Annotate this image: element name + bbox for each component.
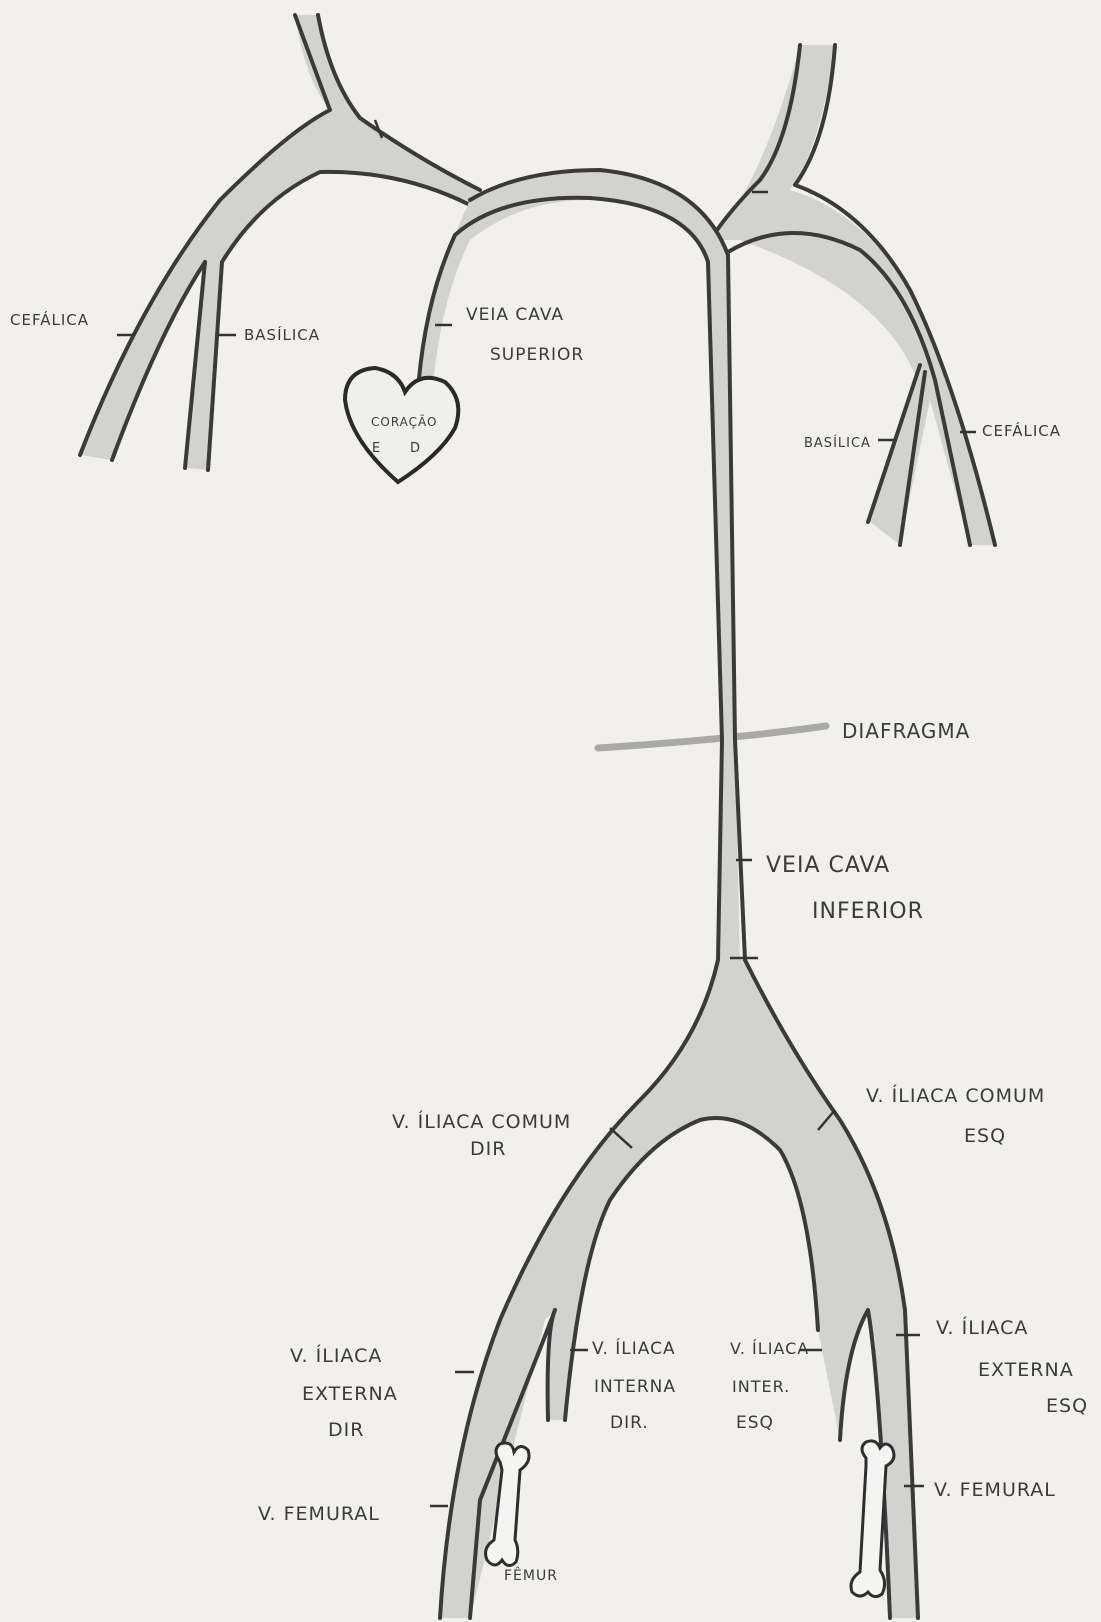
left-arm-veins [710,45,995,545]
label-veia-cava-inferior-2: INFERIOR [812,899,924,924]
label-iliaca-externa-esq-2: EXTERNA [978,1359,1074,1381]
label-iliaca-comum-esq-2: ESQ [964,1125,1006,1147]
label-diafragma: DIAFRAGMA [842,719,970,743]
label-heart-e: E [372,441,381,456]
label-iliaca-interna-esq-3: ESQ [736,1413,774,1433]
label-coracao: CORAÇÃO [371,414,438,429]
label-iliaca-interna-esq-1: V. ÍLIACA [730,1339,809,1358]
label-iliaca-comum-dir-2: DIR [470,1138,506,1160]
label-iliaca-externa-esq-1: V. ÍLIACA [936,1316,1028,1339]
vena-cava [418,170,758,960]
label-basilica-left: BASÍLICA [804,435,871,451]
label-iliaca-interna-esq-2: INTER. [732,1377,790,1396]
label-iliaca-externa-dir-3: DIR [328,1419,364,1441]
label-femural-left: V. FEMURAL [934,1479,1056,1501]
label-heart-d: D [410,441,421,456]
label-iliaca-interna-dir-2: INTERNA [594,1377,676,1397]
label-iliaca-comum-esq-1: V. ÍLIACA COMUM [866,1084,1045,1107]
label-iliaca-externa-esq-3: ESQ [1046,1395,1088,1417]
diaphragm-line [598,726,826,748]
label-basilica-right: BASÍLICA [244,325,320,344]
label-femur: FÊMUR [504,1566,558,1584]
label-veia-cava-superior-1: VEIA CAVA [466,305,564,325]
label-iliaca-interna-dir-1: V. ÍLIACA [592,1337,676,1359]
label-cefalica-left: CEFÁLICA [982,421,1061,440]
label-iliaca-interna-dir-3: DIR. [610,1413,649,1433]
label-iliaca-comum-dir-1: V. ÍLIACA COMUM [392,1110,571,1133]
label-veia-cava-superior-2: SUPERIOR [490,345,584,365]
label-femural-right: V. FEMURAL [258,1503,380,1525]
label-cefalica-right: CEFÁLICA [10,310,89,329]
label-iliaca-externa-dir-2: EXTERNA [302,1383,398,1405]
label-iliaca-externa-dir-1: V. ÍLIACA [290,1344,382,1367]
label-veia-cava-inferior-1: VEIA CAVA [766,853,890,878]
